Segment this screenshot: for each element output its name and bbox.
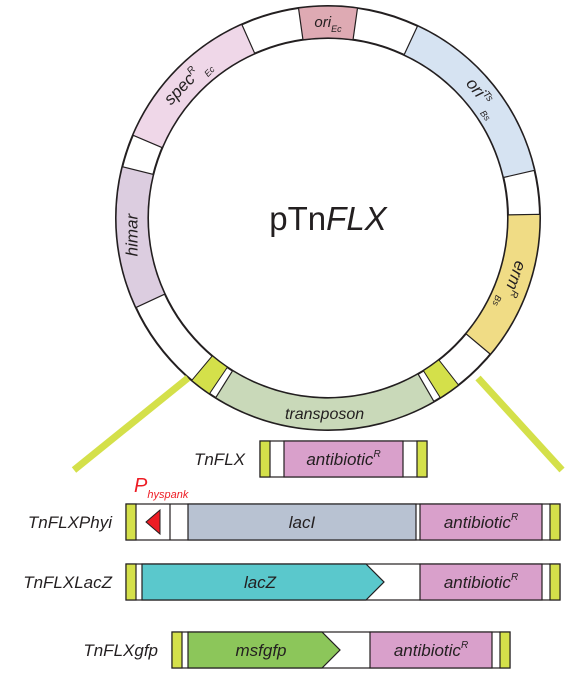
ir-left	[125, 563, 137, 601]
segment-label-oriEc: oriEc	[314, 14, 342, 34]
segment-label-transposon: transposon	[285, 406, 364, 423]
antibiotic-gene	[283, 440, 404, 478]
gene-arrow-lacZ	[141, 563, 385, 601]
construct-name: TnFLXgfp	[83, 641, 158, 660]
segment-himar	[115, 165, 166, 309]
expansion-line-right	[475, 375, 565, 473]
plasmid-name: pTnFLX	[269, 200, 388, 237]
promoter-label: Physpank	[134, 475, 189, 501]
antibiotic-gene	[419, 563, 543, 601]
ir-right	[549, 563, 561, 601]
expansion-line-left	[71, 375, 191, 473]
ir-right	[499, 631, 511, 669]
antibiotic-gene-label: antibioticR	[444, 572, 518, 592]
antibiotic-gene	[369, 631, 493, 669]
segment-label-himar: himar	[123, 212, 142, 256]
construct-TnFLX: TnFLX antibioticR	[194, 440, 428, 478]
antibiotic-gene-label: antibioticR	[444, 512, 518, 532]
construct-name: TnFLXLacZ	[23, 573, 112, 592]
ir-left	[259, 440, 271, 478]
gene-label-lacZ: lacZ	[244, 573, 277, 592]
antibiotic-gene-label: antibioticR	[394, 640, 468, 660]
gene-lacI	[187, 503, 417, 541]
gene-arrow-msfgfp	[187, 631, 341, 669]
segment-transposon	[214, 369, 435, 431]
ir-left	[171, 631, 183, 669]
promoter-arrow	[145, 508, 161, 536]
construct-TnFLXPhyi: TnFLXPhyi Physpank lacI antibioticR	[28, 475, 561, 541]
segment-specR	[132, 23, 256, 149]
segment-ermR	[465, 213, 541, 356]
antibiotic-gene	[419, 503, 543, 541]
construct-name: TnFLXPhyi	[28, 513, 113, 532]
gene-label-msfgfp: msfgfp	[235, 641, 286, 660]
segment-oriEc	[297, 5, 359, 41]
antibiotic-gene-label: antibioticR	[306, 449, 380, 469]
gene-label-lacI: lacI	[289, 513, 316, 532]
construct-TnFLXgfp: TnFLXgfp msfgfp antibioticR	[83, 631, 511, 669]
ir-right	[549, 503, 561, 541]
ring-ir-right	[422, 359, 460, 399]
ring-ir-left	[191, 355, 229, 395]
construct-TnFLXLacZ: TnFLXLacZ lacZ antibioticR	[23, 563, 561, 601]
segment-oriTs	[403, 25, 536, 179]
ir-right	[416, 440, 428, 478]
construct-name: TnFLX	[194, 450, 246, 469]
ir-left	[125, 503, 137, 541]
